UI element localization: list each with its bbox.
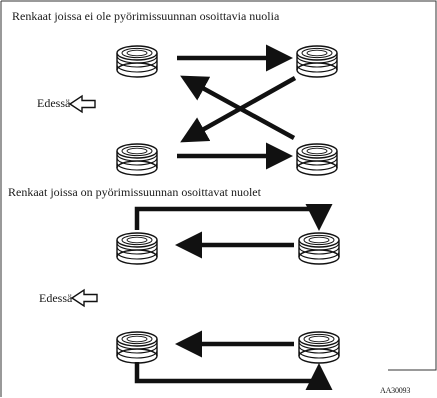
tire-directional-rear-left <box>116 331 158 364</box>
tire-bottom-left <box>116 143 158 176</box>
tire-top-right <box>296 45 338 78</box>
tire-directional-front-left <box>116 232 158 265</box>
front-direction-arrow-top <box>68 94 96 114</box>
front-label-bottom: Edessä <box>39 291 73 305</box>
figure-code: AA30093 <box>380 386 411 395</box>
tire-top-left <box>116 45 158 78</box>
front-direction-arrow-bottom <box>70 288 98 308</box>
heading-non-directional-tires: Renkaat joissa ei ole pyörimissuunnan os… <box>12 9 280 23</box>
tire-directional-rear-right <box>298 331 340 364</box>
front-label-top: Edessä <box>37 96 71 110</box>
arrow-directional-loop-bottom <box>134 362 333 390</box>
tire-directional-front-right <box>298 232 340 265</box>
arrow-directional-loop-top <box>134 204 333 231</box>
heading-directional-tires: Renkaat joissa on pyörimissuunnan osoitt… <box>8 185 261 199</box>
arrow-rear-right-to-front-left <box>180 75 296 140</box>
tire-bottom-right <box>296 143 338 176</box>
